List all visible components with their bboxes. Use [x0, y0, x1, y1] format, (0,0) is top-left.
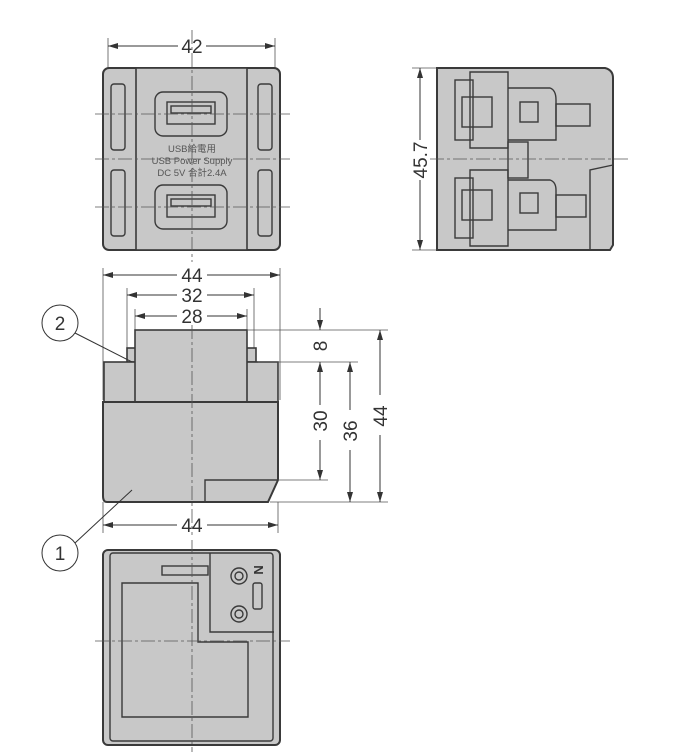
callout-1: 1 — [41, 489, 133, 572]
dim-bottom-width: 44 — [181, 516, 203, 537]
callout-2: 2 — [41, 304, 133, 363]
dim-flange-width: 32 — [181, 286, 202, 307]
dim-44-height: 44 — [371, 405, 392, 427]
front-view: 42 USB給電用 USB Power Supply DC 5V 合計2.4A — [95, 30, 290, 262]
dim-module-width: 28 — [181, 307, 202, 328]
dim-overall-width: 44 — [181, 266, 203, 287]
dim-top-offset: 8 — [311, 341, 332, 352]
label-line-2: USB Power Supply — [152, 156, 233, 167]
dim-side-height: 45.7 — [411, 142, 432, 179]
bottom-view: N — [95, 540, 290, 752]
section-view: 44 32 28 8 30 36 44 — [41, 266, 392, 572]
side-view: 45.7 — [411, 67, 628, 251]
dim-30: 30 — [311, 410, 332, 431]
svg-text:2: 2 — [55, 314, 66, 335]
dim-36: 36 — [341, 420, 362, 441]
svg-text:1: 1 — [55, 544, 66, 565]
terminal-mark-n: N — [251, 565, 266, 574]
